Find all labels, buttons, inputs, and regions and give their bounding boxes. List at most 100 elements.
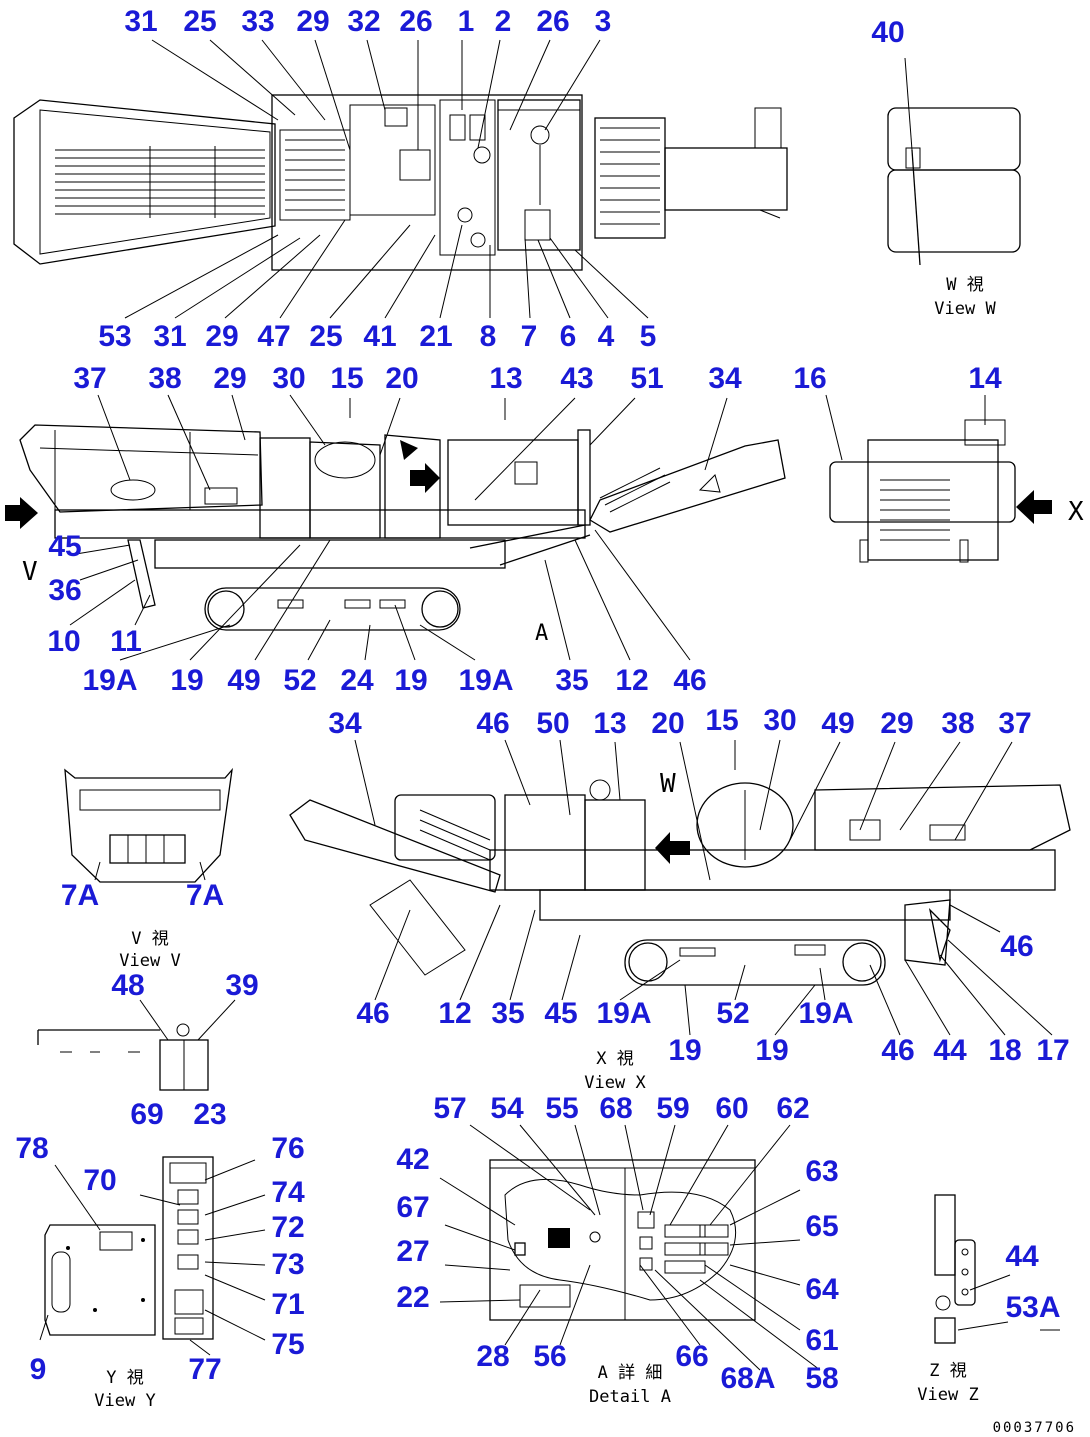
callout-14: 14 bbox=[968, 362, 1002, 395]
callout-64: 64 bbox=[805, 1273, 839, 1306]
callout-37b: 37 bbox=[998, 707, 1031, 740]
view-x-drawing bbox=[825, 394, 1052, 563]
callout-29: 29 bbox=[296, 5, 329, 38]
callout-65: 65 bbox=[805, 1210, 838, 1243]
view-z-caption-en: View Z bbox=[917, 1385, 978, 1405]
callout-47: 47 bbox=[257, 320, 290, 353]
view-z-drawing bbox=[934, 1194, 1060, 1344]
callout-34: 34 bbox=[708, 362, 742, 395]
callout-28: 28 bbox=[476, 1340, 509, 1373]
callout-16: 16 bbox=[793, 362, 826, 395]
view-v-drawing bbox=[64, 767, 233, 883]
callout-63: 63 bbox=[805, 1155, 838, 1188]
callout-46d: 46 bbox=[356, 997, 389, 1030]
side-view-leaders bbox=[69, 394, 728, 661]
callout-34b: 34 bbox=[328, 707, 362, 740]
callout-9: 9 bbox=[30, 1353, 47, 1386]
callout-6: 6 bbox=[560, 320, 577, 353]
callout-1: 1 bbox=[458, 5, 475, 38]
callout-70: 70 bbox=[83, 1164, 116, 1197]
callout-31: 31 bbox=[124, 5, 157, 38]
arrow-w-letter: W bbox=[660, 769, 676, 799]
callout-12: 12 bbox=[615, 664, 648, 697]
callout-56: 56 bbox=[533, 1340, 566, 1373]
callout-68a: 68A bbox=[720, 1362, 775, 1395]
callout-22: 22 bbox=[396, 1281, 429, 1314]
callout-19d: 19 bbox=[755, 1034, 788, 1067]
arrow-x-letter: X bbox=[1068, 497, 1084, 527]
callout-69: 69 bbox=[130, 1098, 163, 1131]
callout-19a-d: 19A bbox=[798, 997, 853, 1030]
callout-3: 3 bbox=[595, 5, 612, 38]
callout-60: 60 bbox=[715, 1092, 748, 1125]
view-v-caption-en: View V bbox=[119, 951, 180, 971]
callout-26: 26 bbox=[399, 5, 432, 38]
side-view-callouts: 37 38 29 30 15 20 13 43 51 34 16 14 45 3… bbox=[22, 362, 1084, 697]
callout-15: 15 bbox=[330, 362, 363, 395]
callout-19a: 19A bbox=[82, 664, 137, 697]
callout-44b: 44 bbox=[1005, 1240, 1039, 1273]
callout-7a: 7A bbox=[61, 879, 99, 912]
callout-36: 36 bbox=[48, 574, 81, 607]
detail-a-caption-en: Detail A bbox=[589, 1387, 671, 1407]
callout-12b: 12 bbox=[438, 997, 471, 1030]
callout-10: 10 bbox=[47, 625, 80, 658]
callout-7a-b: 7A bbox=[186, 879, 224, 912]
callout-19a-b: 19A bbox=[458, 664, 513, 697]
callout-50: 50 bbox=[536, 707, 569, 740]
callout-71: 71 bbox=[271, 1288, 304, 1321]
callout-21: 21 bbox=[419, 320, 452, 353]
view-y-panel-drawing bbox=[39, 1156, 266, 1356]
callout-49b: 49 bbox=[821, 707, 854, 740]
callout-11: 11 bbox=[110, 625, 142, 658]
callout-59: 59 bbox=[656, 1092, 689, 1125]
rear-view-leaders bbox=[354, 739, 1053, 1036]
callout-38b: 38 bbox=[941, 707, 974, 740]
callout-15b: 15 bbox=[705, 704, 738, 737]
callout-35: 35 bbox=[555, 664, 588, 697]
callout-73: 73 bbox=[271, 1248, 304, 1281]
callout-23: 23 bbox=[193, 1098, 226, 1131]
callout-54: 54 bbox=[490, 1092, 524, 1125]
view-z-text: 44 53A Z 視 View Z bbox=[917, 1240, 1060, 1405]
callout-37: 37 bbox=[73, 362, 106, 395]
callout-20b: 20 bbox=[651, 707, 684, 740]
callout-61: 61 bbox=[805, 1324, 838, 1357]
callout-8: 8 bbox=[480, 320, 497, 353]
callout-25: 25 bbox=[183, 5, 216, 38]
view-x-caption-en: View X bbox=[584, 1073, 646, 1093]
callout-67: 67 bbox=[396, 1191, 429, 1224]
callout-35b: 35 bbox=[491, 997, 524, 1030]
view-x-caption-jp: X 視 bbox=[596, 1049, 633, 1069]
view-y-caption-jp: Y 視 bbox=[106, 1368, 143, 1388]
callout-20: 20 bbox=[385, 362, 418, 395]
detail-a-text: 57 54 55 68 59 60 62 42 67 27 22 63 65 6… bbox=[396, 1092, 839, 1407]
callout-19c: 19 bbox=[668, 1034, 701, 1067]
view-w-caption-en: View W bbox=[934, 299, 996, 319]
arrow-v-letter: V bbox=[22, 557, 38, 587]
callout-51: 51 bbox=[630, 362, 663, 395]
callout-57: 57 bbox=[433, 1092, 466, 1125]
callout-2: 2 bbox=[495, 5, 512, 38]
callout-25b: 25 bbox=[309, 320, 342, 353]
view-w-caption-jp: W 視 bbox=[946, 275, 983, 295]
callout-32: 32 bbox=[347, 5, 380, 38]
callout-29b: 29 bbox=[205, 320, 238, 353]
callout-76: 76 bbox=[271, 1132, 304, 1165]
detail-a-drawing bbox=[439, 1124, 821, 1371]
callout-46c: 46 bbox=[1000, 930, 1033, 963]
top-view-callouts: 31 25 33 29 32 26 1 2 26 3 53 31 29 47 2… bbox=[98, 5, 656, 353]
callout-58: 58 bbox=[805, 1362, 838, 1395]
section-a-letter: A bbox=[535, 621, 548, 646]
callout-5: 5 bbox=[640, 320, 657, 353]
detail-a-caption-jp: A 詳 細 bbox=[598, 1363, 663, 1383]
callout-74: 74 bbox=[271, 1176, 305, 1209]
callout-17: 17 bbox=[1036, 1034, 1069, 1067]
callout-43: 43 bbox=[560, 362, 593, 395]
view-v-text: 7A 7A V 視 View V bbox=[61, 879, 224, 971]
callout-41: 41 bbox=[363, 320, 396, 353]
callout-55: 55 bbox=[545, 1092, 578, 1125]
callout-39: 39 bbox=[225, 969, 258, 1002]
callout-45: 45 bbox=[48, 530, 81, 563]
